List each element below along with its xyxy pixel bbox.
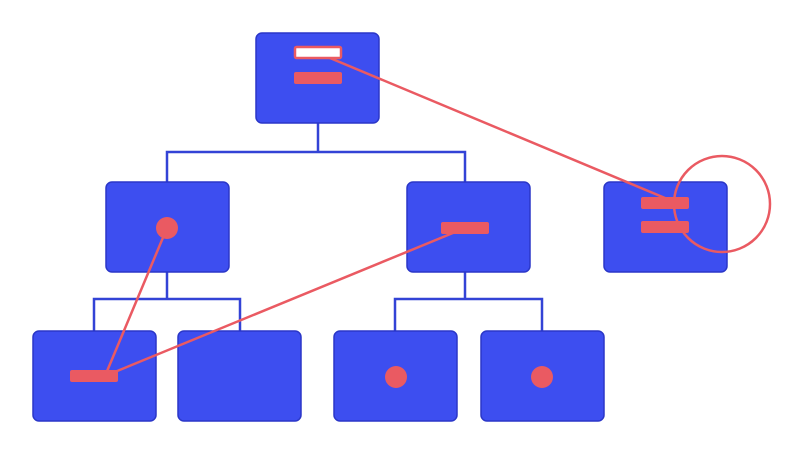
tree-edge-left-branch <box>92 270 242 333</box>
link-connectors <box>103 51 772 378</box>
mid-left-dot <box>156 217 178 239</box>
tree-connectors <box>92 121 544 333</box>
link-root-to-side-right <box>316 51 667 200</box>
mid-center-bar <box>441 222 489 234</box>
tree-edge-root-branch <box>165 121 467 184</box>
leaf-3-dot <box>385 366 407 388</box>
leaf-1-bar <box>70 370 118 382</box>
side-right-bar-bottom <box>641 221 689 233</box>
link-mid-center-to-leaf-1 <box>103 226 467 378</box>
root-solid-bar <box>294 72 342 84</box>
link-mid-left-to-leaf-1 <box>103 226 169 378</box>
root-outline-bar <box>293 45 343 60</box>
node-markers <box>70 45 689 388</box>
tree-edge-center-branch <box>393 270 544 333</box>
leaf-4-dot <box>531 366 553 388</box>
side-right-bar-top <box>641 197 689 209</box>
node-leaf-2[interactable] <box>177 330 302 422</box>
